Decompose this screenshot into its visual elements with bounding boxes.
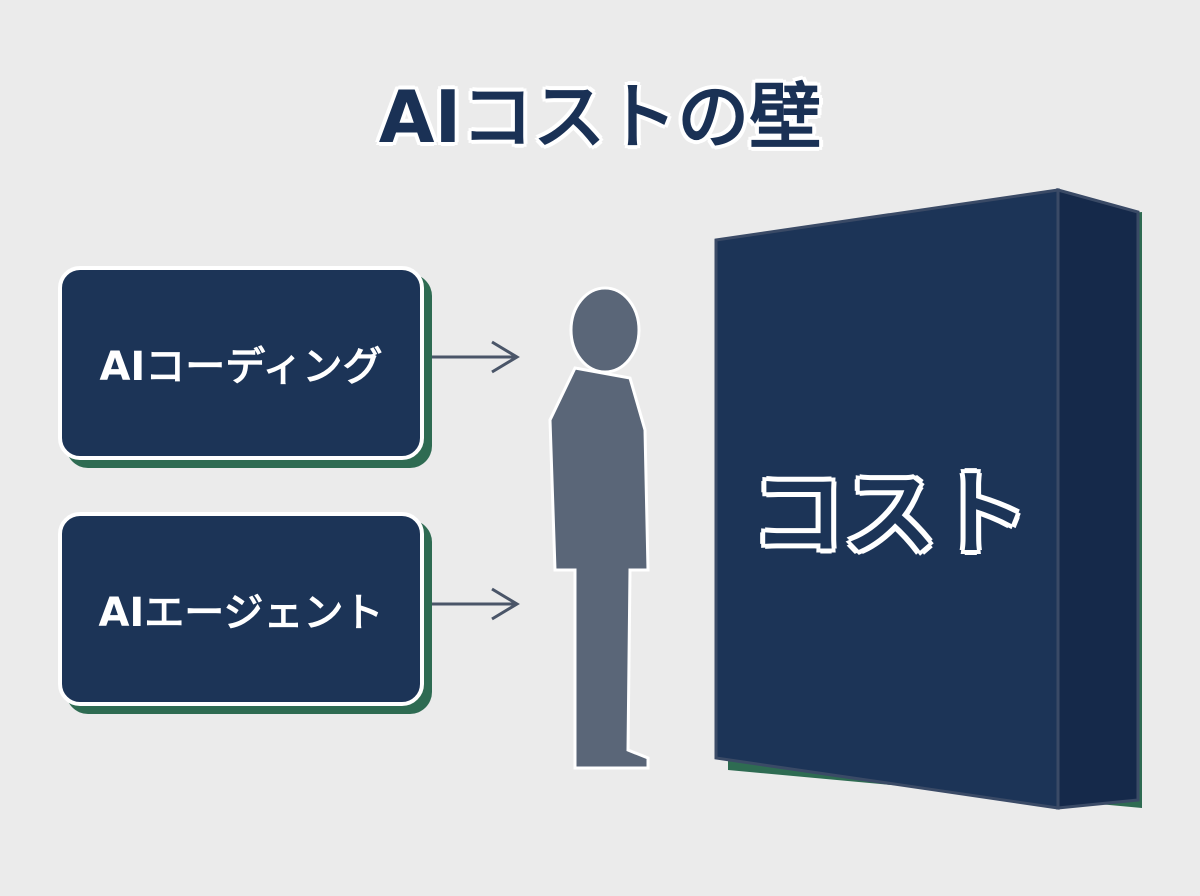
arrow-icon <box>432 587 520 621</box>
input-box-label: AIコーディング <box>99 344 383 390</box>
person-icon <box>548 286 650 770</box>
arrow-icon <box>432 340 520 374</box>
page-title: AIコストの壁 <box>378 75 822 159</box>
input-box-ai-coding: AIコーディング <box>58 266 424 460</box>
input-box-label: AIエージェント <box>98 590 384 636</box>
cost-wall <box>714 188 1142 810</box>
wall-label: コスト <box>751 461 1028 568</box>
input-box-ai-agent: AIエージェント <box>58 512 424 706</box>
